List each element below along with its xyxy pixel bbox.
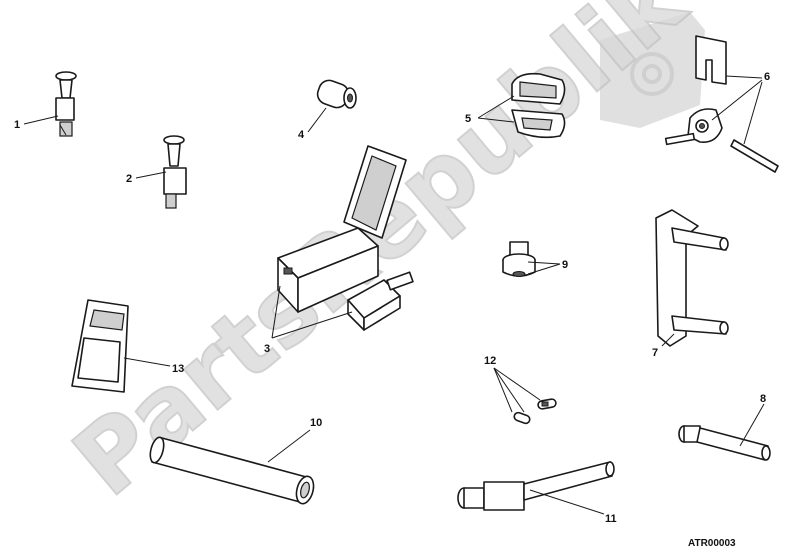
callout-11: 11 <box>605 513 617 525</box>
part-3-tool-case <box>277 145 414 331</box>
part-8-pin <box>678 425 771 461</box>
part-1-clamp-tool <box>55 71 77 137</box>
leader-lines <box>23 75 765 515</box>
callout-6: 6 <box>764 71 770 83</box>
part-13-handheld-tester <box>71 299 129 393</box>
part-7-bracket <box>655 209 729 347</box>
callout-4: 4 <box>298 129 305 141</box>
part-12-clips <box>513 398 557 425</box>
part-11-shaft-tool <box>457 461 615 511</box>
callout-12: 12 <box>484 355 496 367</box>
callout-8: 8 <box>760 393 766 405</box>
part-9-nut <box>502 241 536 277</box>
reference-code: ATR00003 <box>688 538 736 549</box>
watermark: PartsRepublik <box>52 0 708 519</box>
part-6-timing-tools <box>664 35 779 173</box>
watermark-flag-gear-icon <box>600 12 705 128</box>
callout-10: 10 <box>310 417 322 429</box>
callout-7: 7 <box>652 347 658 359</box>
callout-9: 9 <box>562 259 568 271</box>
part-4-bushing <box>316 79 357 109</box>
part-5-split-collars <box>511 72 566 139</box>
callout-3: 3 <box>264 343 270 355</box>
callouts: 1 2 4 5 6 3 9 7 13 12 10 8 11 <box>14 71 770 525</box>
part-10-tube <box>149 436 315 505</box>
part-2-clamp-tool <box>163 135 187 209</box>
callout-1: 1 <box>14 119 20 131</box>
callout-5: 5 <box>465 113 471 125</box>
callout-13: 13 <box>172 363 184 375</box>
watermark-text: PartsRepublik <box>53 0 707 518</box>
callout-2: 2 <box>126 173 132 185</box>
